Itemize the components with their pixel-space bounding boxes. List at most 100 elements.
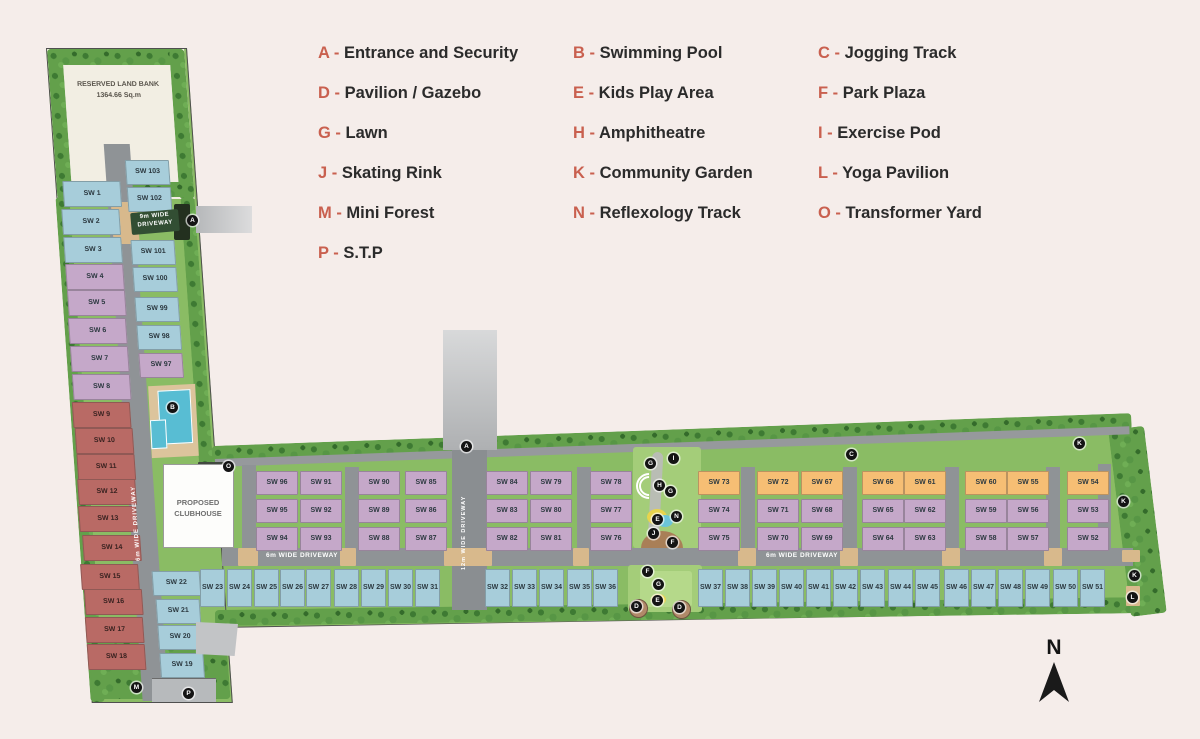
plot-sw-41: SW 41 (806, 569, 831, 607)
plot-sw-24: SW 24 (227, 569, 252, 607)
marker-a: A (187, 215, 198, 226)
plot-sw-79: SW 79 (530, 471, 572, 495)
legend-label: Mini Forest (346, 204, 435, 222)
marker-p: P (183, 688, 194, 699)
plot-sw-14: SW 14 (82, 535, 142, 561)
plot-sw-66: SW 66 (862, 471, 904, 495)
block-road (843, 467, 857, 548)
plot-sw-28: SW 28 (334, 569, 359, 607)
plot-sw-13: SW 13 (78, 506, 138, 532)
plot-sw-73: SW 73 (698, 471, 740, 495)
legend-label: Entrance and Security (343, 44, 519, 62)
plot-sw-81: SW 81 (530, 527, 572, 551)
legend-key: P - (318, 244, 344, 262)
legend-label: Amphitheatre (598, 124, 706, 142)
legend-item-i: I - Exercise Pod (818, 124, 1058, 164)
north-arrow-icon (1039, 662, 1069, 702)
legend-label: Swimming Pool (599, 44, 723, 62)
legend-label: S.T.P (343, 244, 383, 262)
legend-item-e: E - Kids Play Area (573, 84, 818, 124)
plot-sw-61: SW 61 (904, 471, 946, 495)
plot-sw-100: SW 100 (132, 267, 179, 292)
plot-sw-59: SW 59 (965, 499, 1007, 523)
plot-sw-101: SW 101 (130, 240, 177, 265)
driveway-crossing (573, 548, 589, 566)
plot-sw-37: SW 37 (698, 569, 723, 607)
legend-item-a: A - Entrance and Security (318, 44, 573, 84)
legend-label: Jogging Track (844, 44, 957, 62)
legend-key: K - (573, 164, 600, 182)
plot-sw-6: SW 6 (67, 318, 128, 344)
marker-l: L (1127, 592, 1138, 603)
legend-key: I - (818, 124, 838, 142)
legend-label: Community Garden (599, 164, 753, 182)
plot-sw-65: SW 65 (862, 499, 904, 523)
marker-g: G (665, 486, 676, 497)
marker-k: K (1118, 496, 1129, 507)
plot-sw-9: SW 9 (71, 402, 132, 428)
plot-sw-26: SW 26 (280, 569, 305, 607)
plot-sw-43: SW 43 (860, 569, 885, 607)
plot-sw-56: SW 56 (1007, 499, 1049, 523)
proposed-clubhouse: PROPOSED CLUBHOUSE (163, 464, 234, 548)
plot-sw-31: SW 31 (415, 569, 440, 607)
plot-sw-80: SW 80 (530, 499, 572, 523)
plot-sw-23: SW 23 (200, 569, 225, 607)
plot-sw-39: SW 39 (752, 569, 777, 607)
plot-sw-78: SW 78 (590, 471, 632, 495)
block-road (345, 467, 359, 548)
plot-sw-30: SW 30 (388, 569, 413, 607)
marker-k: K (1129, 570, 1140, 581)
plot-sw-55: SW 55 (1007, 471, 1049, 495)
plot-sw-69: SW 69 (801, 527, 843, 551)
plot-sw-7: SW 7 (69, 346, 130, 372)
marker-f: F (667, 537, 678, 548)
driveway-crossing (840, 548, 858, 566)
plot-sw-5: SW 5 (66, 290, 127, 316)
legend-item-h: H - Amphitheatre (573, 124, 818, 164)
legend-item-c: C - Jogging Track (818, 44, 1058, 84)
plot-sw-8: SW 8 (71, 374, 132, 400)
plot-sw-34: SW 34 (539, 569, 564, 607)
marker-j: J (648, 528, 659, 539)
plot-sw-10: SW 10 (74, 428, 135, 454)
marker-i: I (668, 453, 679, 464)
plot-sw-52: SW 52 (1067, 527, 1109, 551)
plot-sw-22: SW 22 (151, 571, 202, 596)
legend-key: N - (573, 204, 600, 222)
marker-n: N (671, 511, 682, 522)
plot-sw-93: SW 93 (300, 527, 342, 551)
marker-e: E (652, 595, 663, 606)
marker-c: C (846, 449, 857, 460)
plot-sw-86: SW 86 (405, 499, 447, 523)
legend-key: O - (818, 204, 846, 222)
plot-sw-27: SW 27 (306, 569, 331, 607)
plot-sw-67: SW 67 (801, 471, 843, 495)
plot-sw-91: SW 91 (300, 471, 342, 495)
plot-sw-77: SW 77 (590, 499, 632, 523)
legend-label: Pavilion / Gazebo (344, 84, 482, 102)
plot-sw-57: SW 57 (1007, 527, 1049, 551)
plot-sw-83: SW 83 (486, 499, 528, 523)
plot-sw-49: SW 49 (1025, 569, 1050, 607)
plot-sw-90: SW 90 (358, 471, 400, 495)
plot-sw-33: SW 33 (512, 569, 537, 607)
plot-sw-42: SW 42 (833, 569, 858, 607)
plot-sw-47: SW 47 (971, 569, 996, 607)
tree-band (47, 49, 186, 65)
marker-a: A (461, 441, 472, 452)
plot-sw-71: SW 71 (757, 499, 799, 523)
plot-sw-15: SW 15 (80, 564, 140, 590)
plot-sw-19: SW 19 (159, 653, 206, 678)
driveway-crossing (1044, 548, 1062, 566)
legend-item-l: L - Yoga Pavilion (818, 164, 1058, 204)
driveway-crossing (1122, 550, 1140, 562)
plot-sw-68: SW 68 (801, 499, 843, 523)
legend-label: Reflexology Track (599, 204, 741, 222)
legend-key: D - (318, 84, 345, 102)
plot-sw-70: SW 70 (757, 527, 799, 551)
marker-k: K (1074, 438, 1085, 449)
plot-sw-82: SW 82 (486, 527, 528, 551)
